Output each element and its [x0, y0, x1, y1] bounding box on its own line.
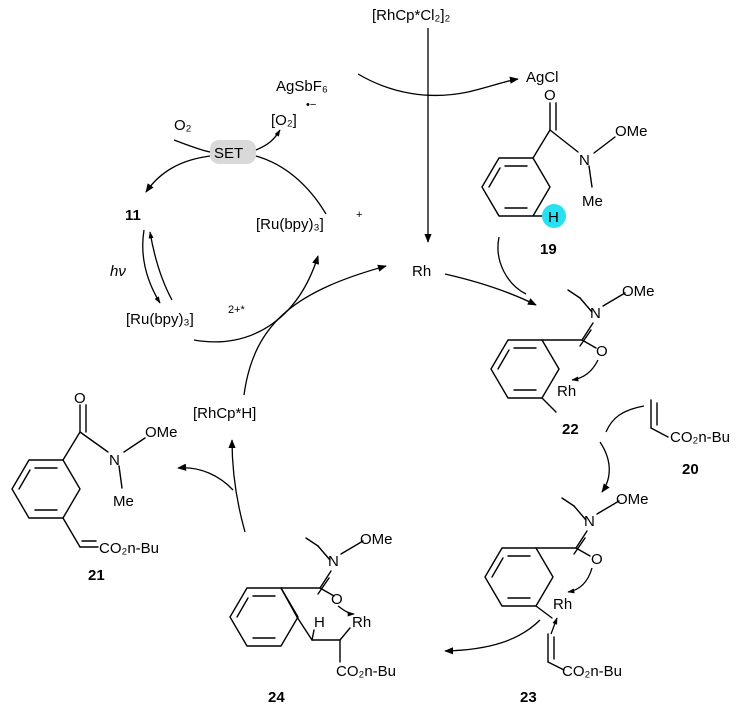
c19-h: H	[548, 209, 559, 226]
light-label: hν	[110, 263, 126, 280]
ru-excited-charge: 2+*	[228, 304, 246, 316]
compound-21-structure	[11, 404, 146, 548]
set-badge	[210, 140, 256, 164]
compound-24-label: 24	[268, 689, 285, 706]
c21-me: Me	[113, 493, 134, 510]
compound-20-label: 20	[682, 461, 699, 478]
superoxide-out-arrow	[255, 129, 281, 151]
c24-h: H	[314, 614, 325, 631]
c19-carbonyl-o: O	[544, 87, 556, 104]
o2-in-curve	[173, 139, 211, 153]
ch-highlight	[542, 204, 566, 228]
c24-coordination-arrow	[337, 605, 355, 617]
compound-23-structure	[484, 497, 620, 671]
decay-arrow	[148, 231, 173, 301]
compound-11-label: 11	[125, 207, 141, 224]
rh-hydride-label: [RhCp*H]	[193, 405, 256, 422]
c23-coordination-arrow	[567, 567, 593, 594]
arrow-23-to-24	[444, 619, 541, 655]
ru-plus-charge: +	[356, 209, 362, 221]
arrow-24-to-21	[177, 463, 234, 491]
c23-ester: CO₂n-Bu	[562, 663, 622, 680]
c23-pi-arrow	[550, 617, 558, 635]
c22-amide-n: N	[590, 305, 601, 322]
c21-amide-n: N	[109, 452, 120, 469]
c22-carbonyl-o: O	[596, 343, 608, 360]
substrate-19-curve	[497, 236, 527, 295]
compound-21-label: 21	[88, 567, 105, 584]
superoxide-charge: •−	[306, 99, 316, 111]
ru-excited-to-ru-plus-arrow	[193, 255, 320, 343]
hydride-to-rh-arrow	[243, 264, 387, 396]
c23-ome: OMe	[616, 491, 649, 508]
cycle-arc-top	[145, 155, 211, 193]
rh-catalyst-label: Rh	[412, 263, 431, 280]
compound-22-label: 22	[562, 421, 579, 438]
c19-ome: OMe	[615, 123, 648, 140]
c22-rh: Rh	[557, 383, 576, 400]
c19-amide-n: N	[579, 152, 590, 169]
superoxide-label: [O₂]	[271, 112, 297, 129]
c24-rh: Rh	[352, 614, 371, 631]
ru-plus-label: [Ru(bpy)₃]	[256, 216, 324, 233]
arrow-24-up	[228, 439, 246, 533]
c22-coordination-arrow	[571, 359, 599, 382]
set-label: SET	[214, 145, 243, 162]
cycle-arc-right	[255, 155, 327, 215]
compound-19-label: 19	[540, 241, 557, 258]
c20-ester: CO₂n-Bu	[670, 429, 730, 446]
excitation-arrow	[142, 229, 161, 304]
c19-me: Me	[582, 193, 603, 210]
c21-ome: OMe	[145, 424, 178, 441]
c22-ome: OMe	[622, 283, 655, 300]
c24-ester: CO₂n-Bu	[336, 663, 396, 680]
compound-22-structure	[490, 289, 626, 413]
compound-24-structure	[229, 537, 364, 663]
c24-ome: OMe	[360, 531, 393, 548]
agcl-label: AgCl	[526, 69, 559, 86]
c21-carbonyl-o: O	[74, 390, 86, 407]
silver-salt-label: AgSbF₆	[276, 78, 328, 95]
ru-excited-label: [Ru(bpy)₃]	[126, 311, 194, 328]
c24-amide-n: N	[328, 553, 339, 570]
silver-to-agcl-arrow	[357, 73, 519, 97]
compound-20-structure	[650, 399, 669, 438]
c23-carbonyl-o: O	[591, 551, 603, 568]
c24-carbonyl-o: O	[331, 591, 343, 608]
c21-ester: CO₂n-Bu	[99, 540, 159, 557]
acrylate-20-curve	[605, 405, 645, 433]
rh-to-22-arrow	[444, 273, 537, 306]
compound-23-label: 23	[520, 689, 537, 706]
compound-19-structure	[481, 102, 616, 217]
c23-amide-n: N	[584, 513, 595, 530]
c23-rh: Rh	[553, 596, 572, 613]
rh-dimer-label: [RhCp*Cl₂]₂	[372, 7, 451, 24]
arrow-22-to-23	[599, 441, 610, 493]
oxygen-label: O₂	[174, 117, 192, 134]
